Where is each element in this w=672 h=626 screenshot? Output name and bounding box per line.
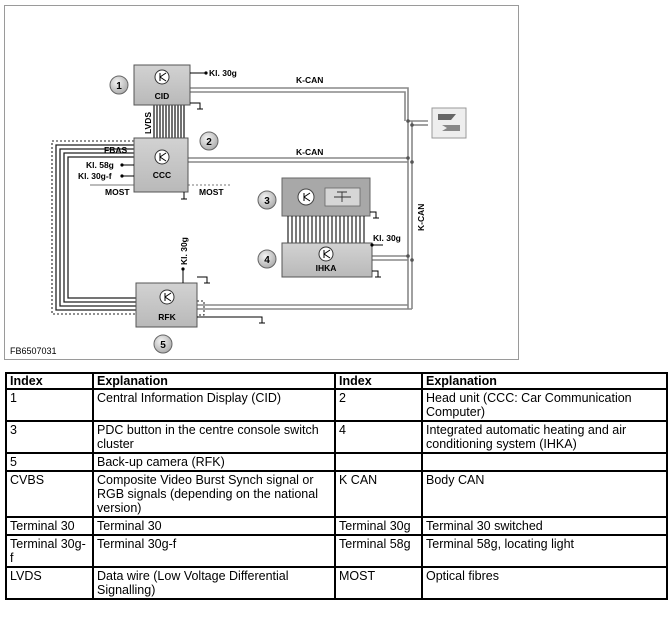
video-lines: [55, 105, 185, 311]
legend-table: Index Explanation Index Explanation 1 Ce…: [5, 372, 668, 600]
wiring-diagram: CID Kl. 30g CCC: [4, 5, 519, 360]
kl30g-cid-label: Kl. 30g: [209, 68, 237, 78]
table-cell: Back-up camera (RFK): [92, 452, 336, 472]
table-cell: Data wire (Low Voltage Differential Sign…: [92, 566, 336, 600]
kcan-top-label: K-CAN: [296, 75, 323, 85]
table-cell: 5: [5, 452, 94, 472]
fbas-dotted-line: [51, 140, 136, 315]
kcan-mid-label: K-CAN: [296, 147, 323, 157]
table-cell: 3: [5, 420, 94, 454]
pdc-ihka-wires: [287, 216, 365, 243]
table-row: CVBS Composite Video Burst Synch signal …: [5, 470, 668, 518]
svg-text:3: 3: [264, 196, 270, 207]
table-cell: 4: [334, 420, 423, 454]
table-cell: 1: [5, 388, 94, 422]
kl30g-rfk-label: Kl. 30g: [179, 237, 189, 265]
marker-3: 3: [257, 190, 277, 210]
table-cell: [334, 452, 423, 472]
table-row: 1 Central Information Display (CID) 2 He…: [5, 388, 668, 422]
gateway-icon: [431, 107, 467, 139]
rfk-dotted-line: [197, 300, 205, 316]
table-cell: CVBS: [5, 470, 94, 518]
cid-label: CID: [155, 91, 170, 101]
header-explanation-1: Explanation: [92, 372, 336, 390]
ccc-label: CCC: [153, 170, 171, 180]
table-cell: [421, 452, 668, 472]
kcan-bus: [178, 87, 428, 310]
kl30g-ihka-label: Kl. 30g: [373, 233, 401, 243]
cid-unit: CID: [133, 64, 191, 106]
ihka-label: IHKA: [316, 263, 337, 273]
diagram-frame: [4, 5, 519, 360]
table-cell: Body CAN: [421, 470, 668, 518]
table-row: 3 PDC button in the centre console switc…: [5, 420, 668, 454]
table-cell: K CAN: [334, 470, 423, 518]
ihka-unit: IHKA: [281, 242, 373, 278]
table-cell: Terminal 30g: [334, 516, 423, 536]
ccc-unit: CCC: [133, 137, 189, 193]
marker-5: 5: [153, 334, 173, 354]
kcan-vertical-label: K-CAN: [416, 204, 426, 231]
table-cell: LVDS: [5, 566, 94, 600]
svg-text:4: 4: [264, 255, 270, 266]
table-cell: Composite Video Burst Synch signal or RG…: [92, 470, 336, 518]
table-row: Terminal 30 Terminal 30 Terminal 30g Ter…: [5, 516, 668, 536]
table-cell: Terminal 30 switched: [421, 516, 668, 536]
marker-1: 1: [109, 75, 129, 95]
table-cell: Terminal 30g-f: [5, 534, 94, 568]
table-row: 5 Back-up camera (RFK): [5, 452, 668, 472]
table-row: LVDS Data wire (Low Voltage Differential…: [5, 566, 668, 600]
figure-id: FB6507031: [10, 346, 57, 356]
svg-text:2: 2: [206, 137, 212, 148]
table-cell: Central Information Display (CID): [92, 388, 336, 422]
fbas-label: FBAS: [104, 145, 127, 155]
cid-ground: [190, 102, 201, 109]
lvds-label: LVDS: [143, 112, 153, 134]
most-left-label: MOST: [105, 187, 130, 197]
table-cell: Terminal 30g-f: [92, 534, 336, 568]
table-cell: Terminal 30: [5, 516, 94, 536]
table-cell: MOST: [334, 566, 423, 600]
marker-2: 2: [199, 131, 219, 151]
header-explanation-2: Explanation: [421, 372, 668, 390]
legend-header-row: Index Explanation Index Explanation: [5, 372, 668, 390]
kcan-junctions: [406, 119, 414, 262]
rfk-unit: RFK: [135, 282, 198, 328]
table-cell: PDC button in the centre console switch …: [92, 420, 336, 454]
rfk-label: RFK: [158, 312, 176, 322]
marker-4: 4: [257, 249, 277, 269]
header-index-2: Index: [334, 372, 423, 390]
table-cell: Terminal 30: [92, 516, 336, 536]
kl58g-label: Kl. 58g: [86, 160, 114, 170]
table-row: Terminal 30g-f Terminal 30g-f Terminal 5…: [5, 534, 668, 568]
table-cell: Optical fibres: [421, 566, 668, 600]
table-cell: Head unit (CCC: Car Communication Comput…: [421, 388, 668, 422]
table-cell: Integrated automatic heating and air con…: [421, 420, 668, 454]
svg-text:5: 5: [160, 340, 166, 351]
kl30gf-label: Kl. 30g-f: [78, 171, 112, 181]
header-index-1: Index: [5, 372, 94, 390]
pdc-button-unit: [281, 177, 371, 217]
svg-text:1: 1: [116, 81, 122, 92]
table-cell: Terminal 58g, locating light: [421, 534, 668, 568]
table-cell: Terminal 58g: [334, 534, 423, 568]
table-cell: 2: [334, 388, 423, 422]
most-right-label: MOST: [199, 187, 224, 197]
